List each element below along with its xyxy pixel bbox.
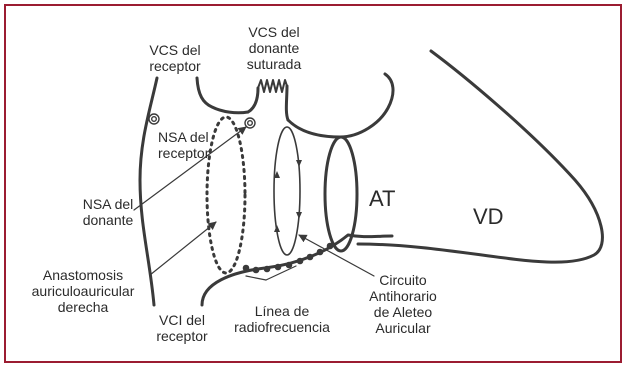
rf-dot <box>317 249 324 256</box>
label-anastomosis: Anastomosis auriculoauricular derecha <box>22 267 144 315</box>
leader-linea-left <box>246 276 266 280</box>
label-nsa-donante: NSA del donante <box>78 196 138 228</box>
nsa-receptor-symbol <box>152 117 157 122</box>
label-nsa-receptor: NSA del receptor <box>158 129 209 161</box>
circuit-arrow-down-2 <box>296 212 302 219</box>
nsa-donante-symbol <box>245 118 255 128</box>
circuit-arrow-up-2 <box>274 225 280 232</box>
rf-dot <box>275 264 282 271</box>
circuit-arrow-down-1 <box>296 160 302 167</box>
flutter-circuit <box>274 127 300 255</box>
label-linea-radiofrecuencia: Línea de radiofrecuencia <box>228 303 336 335</box>
label-vcs-receptor: VCS del receptor <box>145 42 205 74</box>
anastomosis-line <box>207 117 245 273</box>
rf-dot <box>327 243 334 250</box>
nsa-receptor-symbol <box>149 114 159 124</box>
rf-dot <box>264 266 271 273</box>
label-circuito-aleteo: Circuito Antihorario de Aleteo Auricular <box>358 272 448 336</box>
suture <box>258 80 287 92</box>
label-vd: VD <box>473 205 504 229</box>
rf-dot <box>307 254 314 261</box>
nsa-donante-symbol <box>248 121 253 126</box>
receptor-svc-edge <box>197 78 248 113</box>
tricuspid-annulus <box>325 137 357 251</box>
donor-svc-right <box>286 86 288 120</box>
rf-dot <box>253 267 260 274</box>
rf-dot <box>243 265 250 272</box>
right-ventricle <box>358 51 602 262</box>
label-at: AT <box>369 187 395 211</box>
donor-atrium-top <box>288 74 393 137</box>
label-vcs-donante: VCS del donante suturada <box>238 24 310 72</box>
donor-svc-left <box>248 88 258 112</box>
leader-anastomosis <box>150 222 216 275</box>
label-vci-receptor: VCI del receptor <box>150 312 214 344</box>
rf-dot <box>286 262 293 269</box>
rf-dot <box>297 258 304 265</box>
